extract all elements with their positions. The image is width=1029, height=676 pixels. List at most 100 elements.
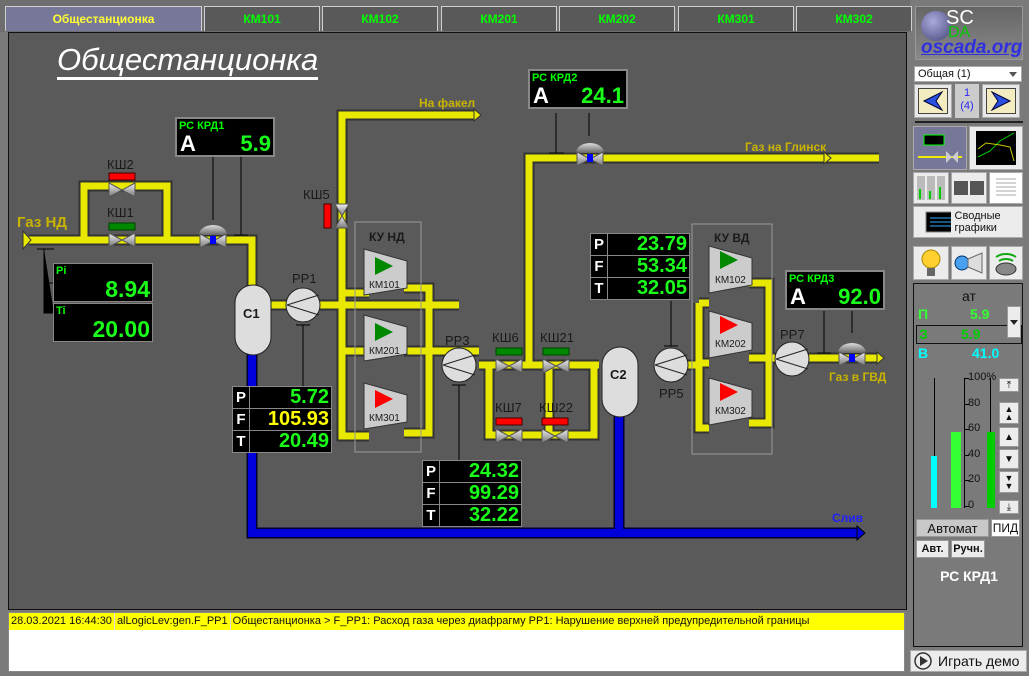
regulator-value: 24.1 <box>581 83 624 108</box>
logo-url: oscada.org <box>921 37 1023 58</box>
separator-c1[interactable] <box>234 284 272 356</box>
sidebar: SC DA oscada.org Общая (1) 1 (4) Сводные… <box>910 0 1029 676</box>
alarm-sound-button[interactable] <box>989 246 1023 280</box>
alarm-row[interactable]: 28.03.2021 16:44:30 alLogicLev:gen.F_PP1… <box>9 613 904 630</box>
auto-button[interactable]: Авт. <box>916 540 949 558</box>
compressor-km201-icon[interactable] <box>363 314 408 362</box>
summary-graphs-button[interactable]: Сводные графики <box>913 206 1023 238</box>
drain-arrow-icon <box>856 524 866 542</box>
inlet-ti-display[interactable]: Ti 20.00 <box>53 303 153 342</box>
view-thumb-panel[interactable] <box>951 172 987 204</box>
next-page-button[interactable] <box>982 84 1020 118</box>
oscada-logo[interactable]: SC DA oscada.org <box>915 6 1023 60</box>
control-valve-krd1-icon[interactable] <box>199 225 227 249</box>
label-ksh5: КШ5 <box>303 187 330 202</box>
glinsk-arrow-icon <box>823 150 832 166</box>
pid-button[interactable]: ПИД <box>991 519 1020 537</box>
valve-ksh5-icon[interactable] <box>323 203 350 229</box>
alarm-list[interactable]: 28.03.2021 16:44:30 alLogicLev:gen.F_PP1… <box>8 612 905 672</box>
compressor-km101-icon[interactable] <box>363 248 408 296</box>
lightbulb-icon <box>921 249 941 276</box>
compressor-km102-icon[interactable] <box>708 245 753 294</box>
gvd-arrow-icon <box>876 350 885 366</box>
regulator-name: РС КРД2 <box>532 72 578 84</box>
view-thumb-graph[interactable] <box>969 126 1023 170</box>
setpoint-field[interactable]: З 5.9 <box>916 325 1022 344</box>
tab-km201[interactable]: КМ201 <box>441 6 557 31</box>
diaphragm-pp5-icon[interactable] <box>653 347 689 383</box>
scale-tick <box>964 403 969 405</box>
up-button[interactable]: ▲ <box>999 427 1019 447</box>
setpoint-dropdown-button[interactable] <box>1007 306 1021 338</box>
diaphragm-pp3-icon[interactable] <box>441 347 477 383</box>
out-value: 41.0 <box>972 345 1000 361</box>
min-button[interactable]: ⤓ <box>999 500 1019 514</box>
mode-automat-button[interactable]: Автомат <box>916 519 989 537</box>
max-button[interactable]: ⤒ <box>999 378 1019 392</box>
scale-label: 40 <box>968 447 981 460</box>
scale-label: 0 <box>968 499 975 511</box>
pv-value: 5.9 <box>970 306 990 322</box>
regulator-krd1-display[interactable]: РС КРД1 А 5.9 <box>175 117 275 157</box>
compressor-km302-icon[interactable] <box>708 377 753 426</box>
compressor-km301-icon[interactable] <box>363 382 408 430</box>
tab-km302[interactable]: КМ302 <box>796 6 912 31</box>
regulator-krd2-display[interactable]: РС КРД2 А 24.1 <box>528 69 628 109</box>
regulator-krd3-display[interactable]: РС КРД3 А 92.0 <box>785 270 885 310</box>
pp1-temperature: 20.49 <box>250 431 331 452</box>
down-button[interactable]: ▼ <box>999 449 1019 469</box>
panel-thumb-icon <box>954 181 984 195</box>
valve-ksh7-icon[interactable] <box>495 417 523 444</box>
label-ksh7: КШ7 <box>495 400 522 415</box>
label-ksh6: КШ6 <box>492 330 519 345</box>
regulator-value: 92.0 <box>838 284 881 309</box>
label-km302: КМ302 <box>715 406 746 417</box>
fast-up-button[interactable]: ▲▲ <box>999 402 1019 424</box>
logo-sc: SC <box>946 7 974 29</box>
ti-label: Ti <box>56 305 66 317</box>
group-select[interactable]: Общая (1) <box>914 66 1022 82</box>
manual-button[interactable]: Ручн. <box>951 540 985 558</box>
alarm-time: 28.03.2021 16:44:30 <box>9 613 115 630</box>
compressor-km202-icon[interactable] <box>708 310 753 359</box>
signal-lines <box>37 113 853 460</box>
inlet-pi-display[interactable]: Pi 8.94 <box>53 263 153 302</box>
diaphragm-pp1-icon[interactable] <box>285 287 321 323</box>
tab-km102[interactable]: КМ102 <box>322 6 438 31</box>
valve-ksh21-icon[interactable] <box>542 347 570 374</box>
alarm-horn-button[interactable] <box>951 246 987 280</box>
sp-value: 5.9 <box>961 326 981 342</box>
tab-km202[interactable]: КМ202 <box>559 6 675 31</box>
label-ksh1: КШ1 <box>107 205 134 220</box>
valve-ksh22-icon[interactable] <box>541 417 569 444</box>
control-valve-krd2-icon[interactable] <box>576 143 604 167</box>
view-thumb-document[interactable] <box>989 172 1023 204</box>
regulator-value: 5.9 <box>240 131 271 156</box>
fast-down-button[interactable]: ▼▼ <box>999 471 1019 493</box>
flare-arrow-icon <box>473 107 482 123</box>
valve-ksh6-icon[interactable] <box>495 347 523 374</box>
play-demo-button[interactable]: Играть демо <box>910 650 1027 672</box>
view-thumb-group[interactable] <box>913 172 949 204</box>
view-thumb-mnemo[interactable] <box>913 126 967 170</box>
label-pp1: PP1 <box>292 271 317 286</box>
pi-value: 8.94 <box>105 276 150 302</box>
alarm-light-button[interactable] <box>913 246 949 280</box>
tab-km301[interactable]: КМ301 <box>678 6 794 31</box>
diaphragm-pp7-icon[interactable] <box>774 341 810 377</box>
prev-page-button[interactable] <box>914 84 952 118</box>
label-ksh2: КШ2 <box>107 157 134 172</box>
faceplate-unit: ат <box>962 288 976 304</box>
valve-ksh2-icon[interactable] <box>108 172 136 198</box>
tab-obshchestantsionka[interactable]: Общестанционка <box>5 6 202 31</box>
control-valve-krd3-icon[interactable] <box>838 343 866 367</box>
scale-label: 80 <box>968 396 981 409</box>
tab-km101[interactable]: КМ101 <box>204 6 320 31</box>
separator-c2[interactable] <box>601 346 639 418</box>
arrow-right-icon <box>990 91 1012 111</box>
alarm-message: Общестанционка > F_PP1: Расход газа чере… <box>232 615 810 627</box>
valve-ksh1-icon[interactable] <box>108 222 136 248</box>
